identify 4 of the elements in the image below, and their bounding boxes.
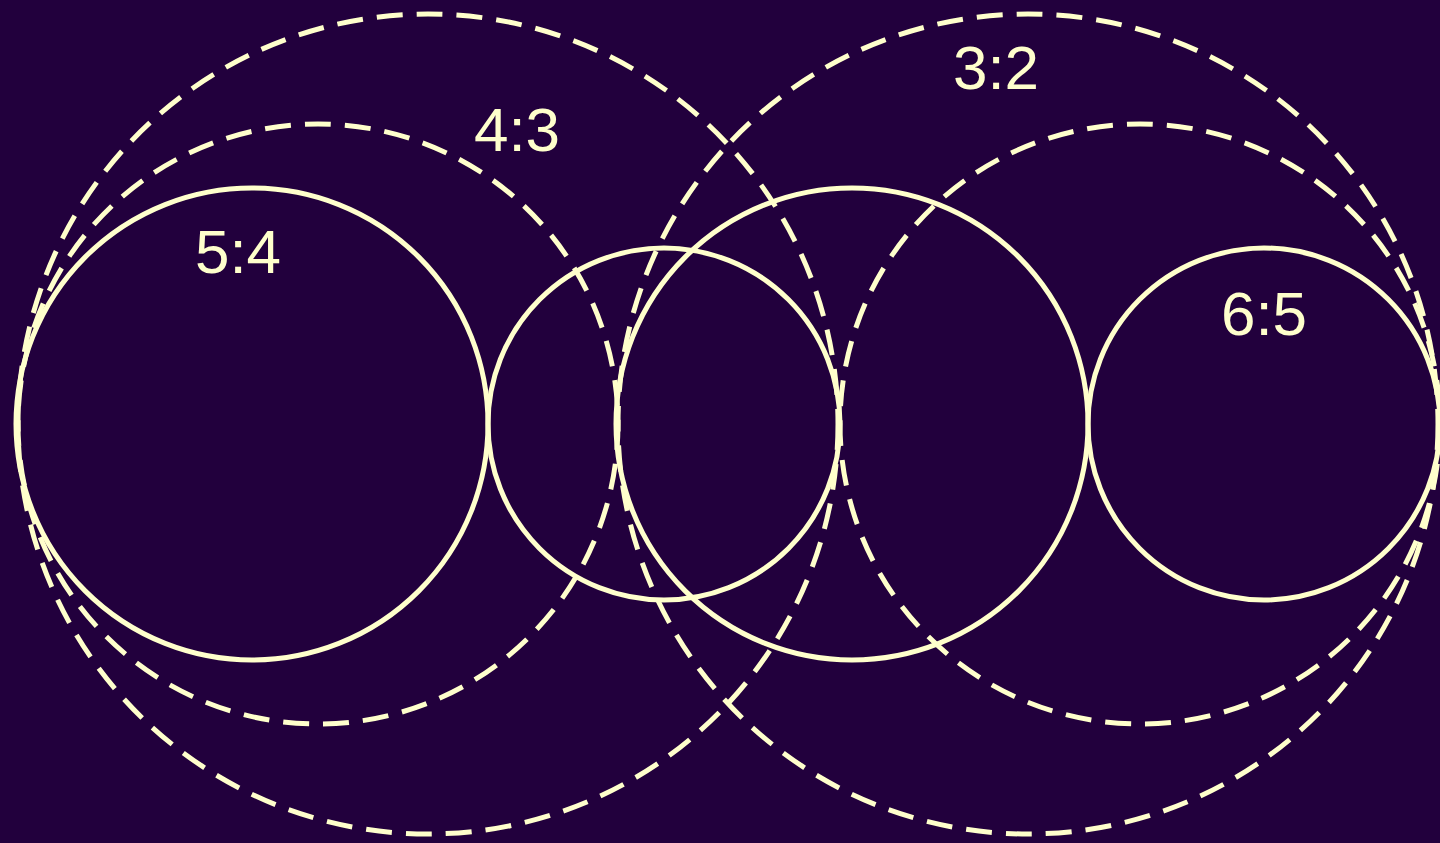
ratio-label: 4:3: [473, 99, 561, 161]
ratio-label: 5:4: [194, 221, 282, 283]
ratio-label: 3:2: [952, 37, 1040, 99]
ratio-label: 6:5: [1220, 283, 1308, 345]
